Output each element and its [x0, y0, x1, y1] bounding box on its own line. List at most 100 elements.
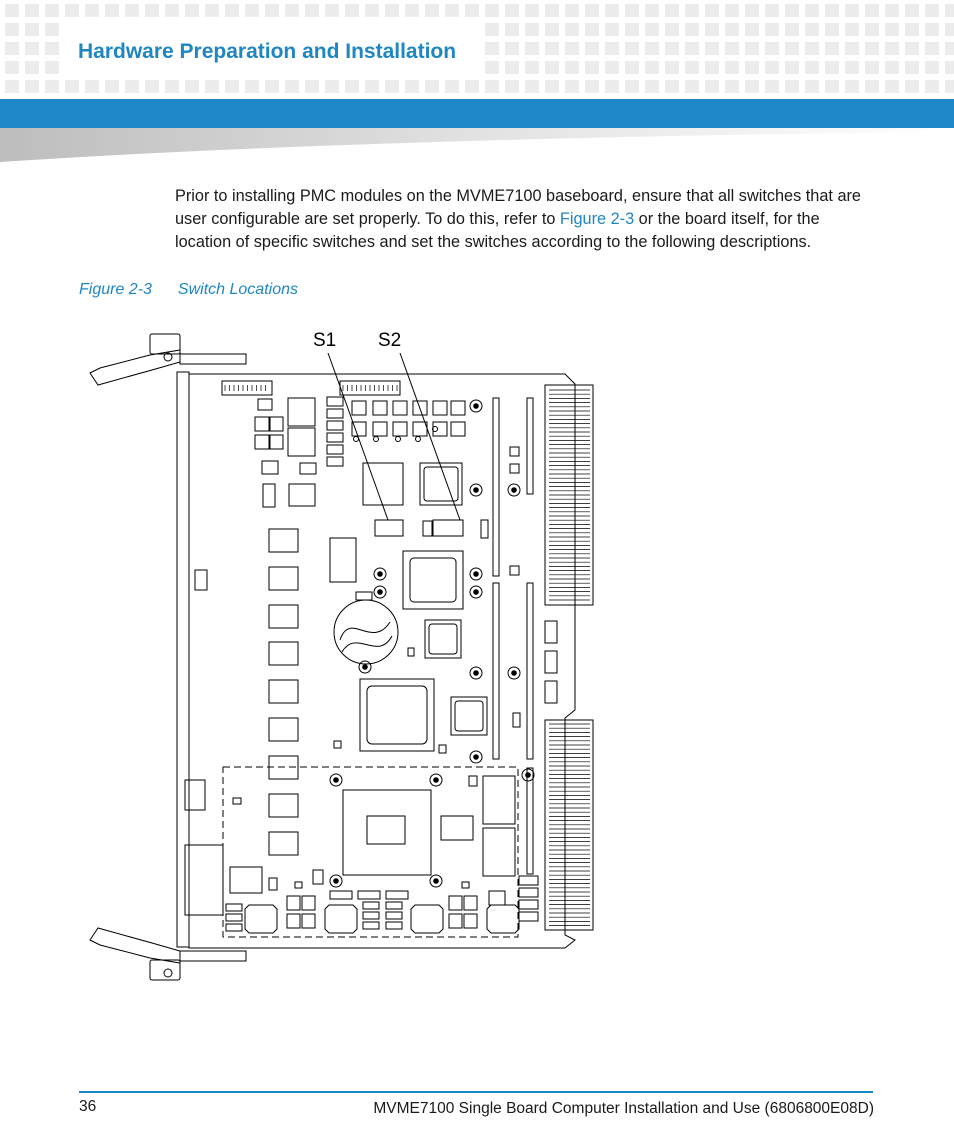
- figure-2-3-link[interactable]: Figure 2-3: [559, 210, 635, 228]
- header-dot: [625, 42, 639, 55]
- header-dot: [565, 42, 579, 55]
- header-dot: [465, 80, 479, 93]
- small-component: [448, 895, 463, 911]
- header-dot: [685, 23, 699, 36]
- mounting-hole-ring: [469, 399, 483, 413]
- header-dot: [505, 80, 519, 93]
- header-dot: [685, 4, 699, 17]
- header-dot: [465, 4, 479, 17]
- component-block: [268, 566, 299, 591]
- header-dot: [425, 80, 439, 93]
- mounting-hole-center: [333, 777, 339, 783]
- header-dot: [725, 80, 739, 93]
- figure-number: Figure 2-3: [79, 281, 152, 298]
- small-component: [287, 427, 316, 457]
- header-dot: [305, 4, 319, 17]
- small-component: [225, 923, 243, 932]
- header-dot: [525, 23, 539, 36]
- header-dot: [725, 23, 739, 36]
- header-dot: [405, 80, 419, 93]
- header-dot: [585, 80, 599, 93]
- header-dot: [25, 23, 39, 36]
- small-component: [287, 397, 316, 427]
- mounting-hole-ring: [329, 874, 343, 888]
- header-dot: [45, 80, 59, 93]
- small-component: [544, 620, 558, 644]
- mounting-hole-ring: [469, 666, 483, 680]
- header-dot: [645, 4, 659, 17]
- small-component: [269, 416, 284, 432]
- header-dot: [725, 4, 739, 17]
- header-dot: [105, 80, 119, 93]
- header-dot: [485, 23, 499, 36]
- header-dot: [845, 4, 859, 17]
- small-component: [438, 744, 447, 754]
- component-block: [268, 604, 299, 629]
- header-dot: [705, 80, 719, 93]
- small-component: [372, 421, 388, 437]
- small-component: [372, 400, 388, 416]
- small-component: [261, 460, 279, 475]
- header-dot: [765, 23, 779, 36]
- processor-block: [342, 789, 432, 876]
- header-dot: [765, 61, 779, 74]
- small-component: [518, 887, 539, 898]
- header-dot: [925, 42, 939, 55]
- small-component: [544, 680, 558, 704]
- header-dot: [205, 80, 219, 93]
- header-dot: [665, 80, 679, 93]
- header-dot: [485, 61, 499, 74]
- chip-outline: [324, 904, 358, 934]
- header-dot: [665, 61, 679, 74]
- header-dot: [825, 42, 839, 55]
- small-component: [254, 416, 270, 432]
- mounting-hole-center: [377, 571, 383, 577]
- header-dot: [325, 4, 339, 17]
- header-dot: [505, 61, 519, 74]
- backplane-connector-p2: [544, 719, 594, 931]
- header-dot: [825, 4, 839, 17]
- header-dot: [285, 80, 299, 93]
- header-dot: [425, 4, 439, 17]
- small-component: [518, 899, 539, 910]
- header-dot: [905, 23, 919, 36]
- header-dot: [505, 23, 519, 36]
- header-dot: [625, 80, 639, 93]
- header-dot: [5, 23, 19, 36]
- header-dot: [605, 23, 619, 36]
- header-dot: [365, 80, 379, 93]
- header-dot: [905, 4, 919, 17]
- cpld-chip: [424, 619, 462, 659]
- header-dot: [305, 80, 319, 93]
- header-dot: [685, 80, 699, 93]
- header-dot: [905, 42, 919, 55]
- header-dot: [945, 61, 954, 74]
- small-component: [301, 895, 316, 911]
- header-dot: [645, 80, 659, 93]
- header-dot: [605, 42, 619, 55]
- header-dot: [745, 4, 759, 17]
- mounting-hole-ring: [507, 483, 521, 497]
- small-component: [225, 913, 243, 922]
- mounting-hole-center: [362, 664, 368, 670]
- header-dot: [605, 61, 619, 74]
- component-block: [268, 679, 299, 704]
- switch-s1: [374, 519, 404, 537]
- header-dot: [545, 61, 559, 74]
- small-component: [482, 827, 516, 877]
- section-header-title: Hardware Preparation and Installation: [78, 40, 457, 63]
- header-dot: [85, 4, 99, 17]
- small-component: [333, 740, 342, 749]
- header-dot: [745, 23, 759, 36]
- small-component: [301, 913, 316, 929]
- header-dot: [65, 80, 79, 93]
- chip-outline: [486, 904, 520, 934]
- header-blue-band: [0, 99, 954, 128]
- small-component: [468, 775, 478, 787]
- memory-slots: [492, 397, 534, 875]
- mounting-hole-center: [433, 878, 439, 884]
- small-component: [385, 921, 403, 930]
- header-dot: [885, 80, 899, 93]
- small-component: [312, 869, 324, 885]
- intro-text-start: Prior to installing PMC modules on the M…: [175, 187, 861, 228]
